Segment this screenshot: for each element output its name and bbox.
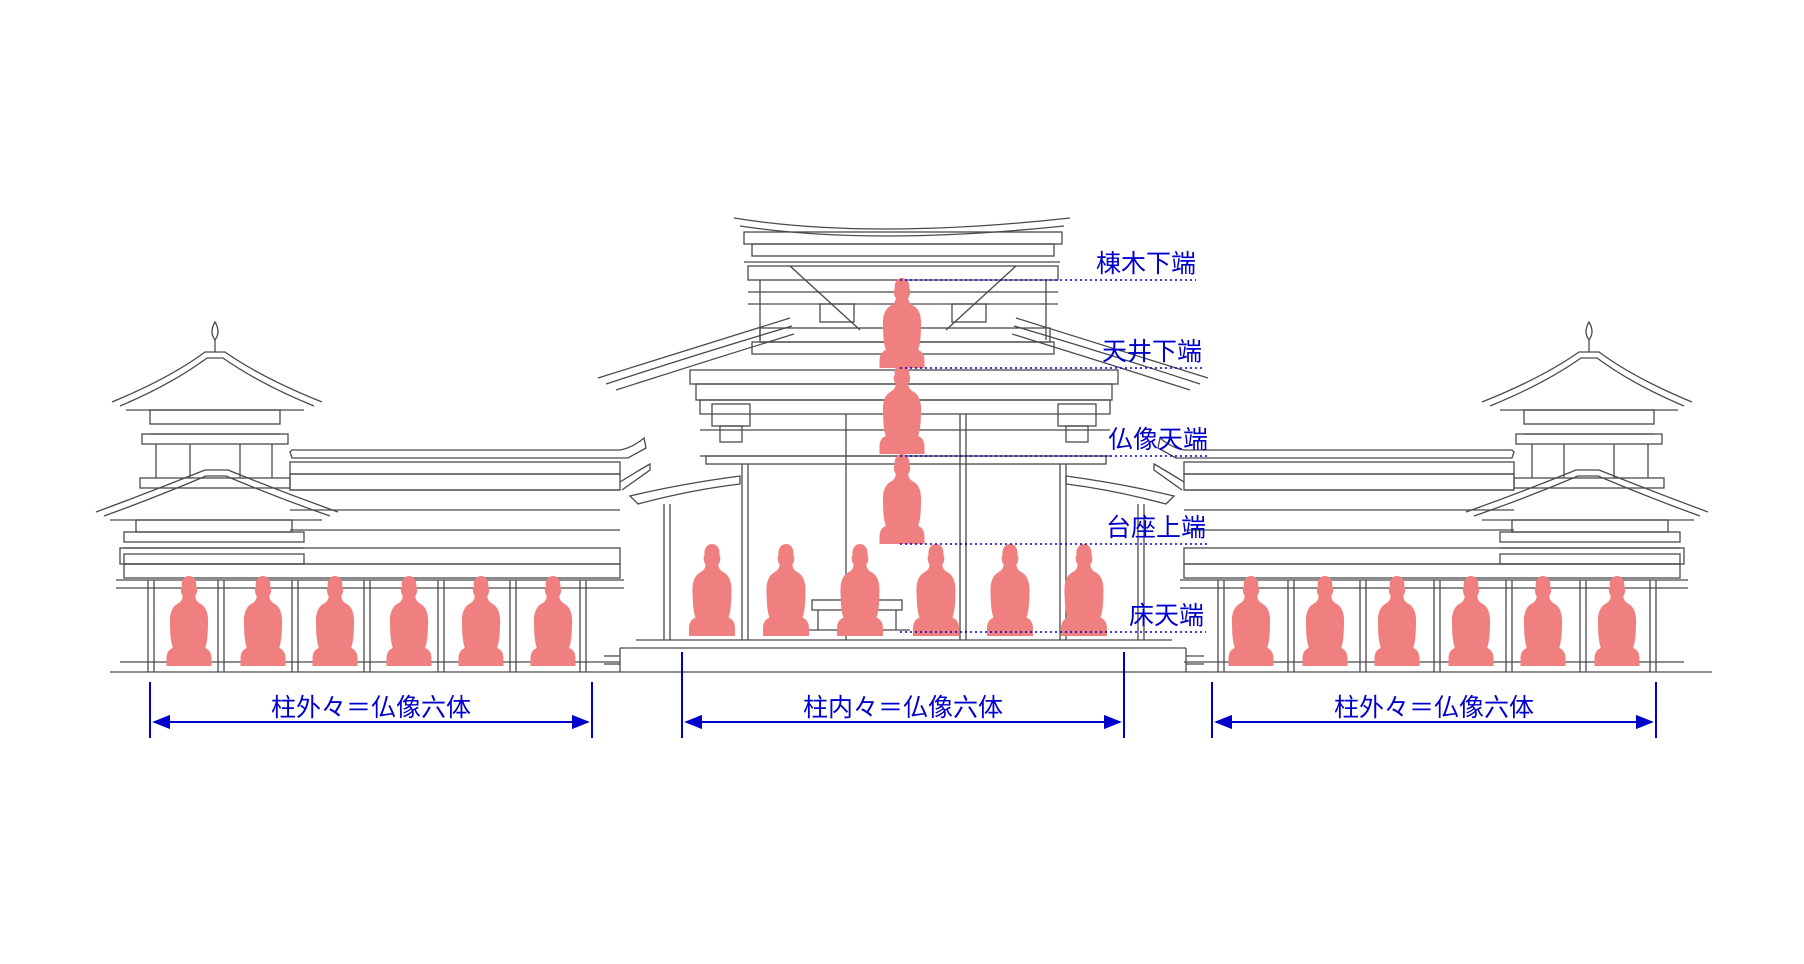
buddha-figure	[240, 576, 286, 666]
right-dimension-label: 柱外々＝仏像六体	[1334, 693, 1534, 722]
left-corner-tower	[95, 320, 339, 565]
buddha-figure	[1228, 576, 1274, 666]
buddha-figure	[1374, 576, 1420, 666]
buddha-figure	[166, 576, 212, 666]
left-dimension-label: 柱外々＝仏像六体	[271, 693, 471, 722]
buddha-figure	[530, 576, 576, 666]
buddha-figure	[386, 576, 432, 666]
buddha-figure	[837, 544, 883, 636]
buddha-figure	[879, 364, 925, 454]
pedestal-top-level-label: 台座上端	[1106, 513, 1206, 542]
buddha-figure	[1594, 576, 1640, 666]
buddha-figure	[689, 544, 735, 636]
buddha-figure	[879, 454, 925, 544]
buddha-figure	[458, 576, 504, 666]
buddha-figure	[987, 544, 1033, 636]
right-corner-tower	[1465, 320, 1709, 565]
buddha-figure	[1061, 544, 1107, 636]
buddha-figure	[1448, 576, 1494, 666]
buddha-figure	[1520, 576, 1566, 666]
ceiling-level-label: 天井下端	[1102, 337, 1202, 366]
buddha-figure	[763, 544, 809, 636]
right-wing-corridor	[1153, 436, 1688, 672]
buddha-figure	[913, 544, 959, 636]
buddha-figures	[166, 278, 1640, 666]
level-annotations: 棟木下端 天井下端 仏像天端 台座上端 床天端	[900, 249, 1210, 633]
center-dimension-label: 柱内々＝仏像六体	[803, 693, 1003, 722]
buddha-top-level-label: 仏像天端	[1108, 425, 1208, 454]
buddha-figure	[1302, 576, 1348, 666]
buddha-figure	[312, 576, 358, 666]
floor-top-level-label: 床天端	[1129, 601, 1204, 630]
ridge-level-label: 棟木下端	[1096, 249, 1196, 278]
dimension-annotations: 柱外々＝仏像六体 柱内々＝仏像六体 柱外々＝仏像六体	[149, 652, 1657, 738]
